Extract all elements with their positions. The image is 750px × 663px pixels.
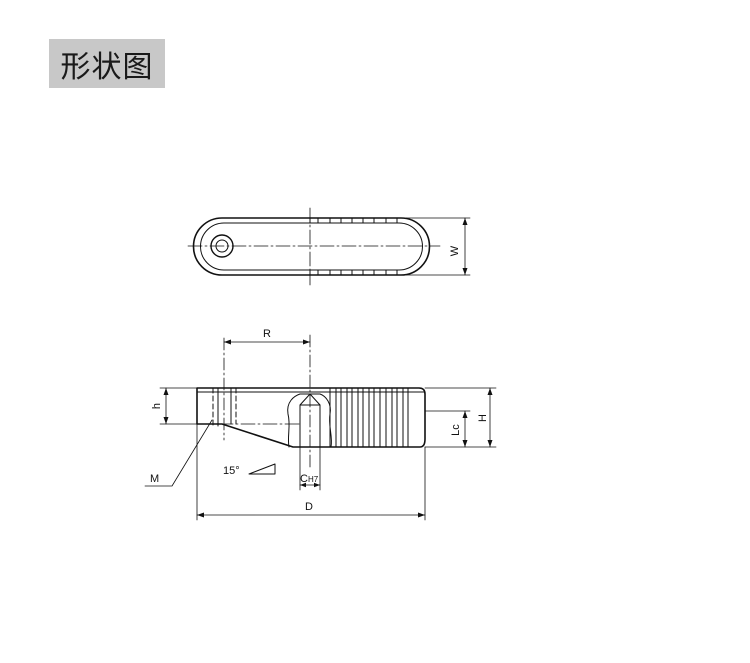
pin-hole-walls [299, 404, 321, 448]
dimension-d [196, 423, 426, 521]
section-title: 形状图 [49, 39, 165, 88]
label-c: CH7 [300, 473, 319, 485]
dimension-h-large [424, 387, 497, 448]
d-extension-lines [196, 423, 426, 521]
top-view-inner-outline [200, 222, 423, 271]
front-grip-ribs-2 [335, 387, 404, 448]
label-hh: H [477, 414, 489, 422]
c-extension-lines [299, 446, 321, 491]
label-r: R [263, 328, 271, 340]
label-m: M [150, 473, 159, 485]
dimension-c [299, 446, 321, 491]
m-leader-line [144, 419, 213, 487]
top-view-outline [192, 217, 431, 276]
dimension-h-small [159, 387, 198, 425]
label-w: W [449, 245, 461, 256]
label-angle: 15° [223, 465, 240, 477]
left-bore-hidden-lines [212, 387, 237, 427]
hh-arrowheads [487, 388, 493, 447]
label-h: h [151, 403, 163, 409]
label-d: D [305, 501, 313, 513]
left-bore-inner-lines [217, 387, 232, 427]
label-lc: Lc [450, 424, 462, 436]
angle-wedge-symbol [248, 463, 276, 475]
front-view [196, 334, 426, 471]
hh-extension-lines [424, 387, 497, 448]
w-arrowheads [462, 218, 468, 275]
w-extension-lines [405, 217, 471, 276]
dimension-r [223, 339, 311, 345]
c-arrowheads [300, 482, 320, 488]
top-view [187, 207, 471, 286]
bottom-grip-ribs [309, 269, 398, 276]
pin-hole-break-line [287, 393, 332, 448]
dimension-lc [424, 410, 471, 448]
front-view-outline [196, 387, 426, 448]
